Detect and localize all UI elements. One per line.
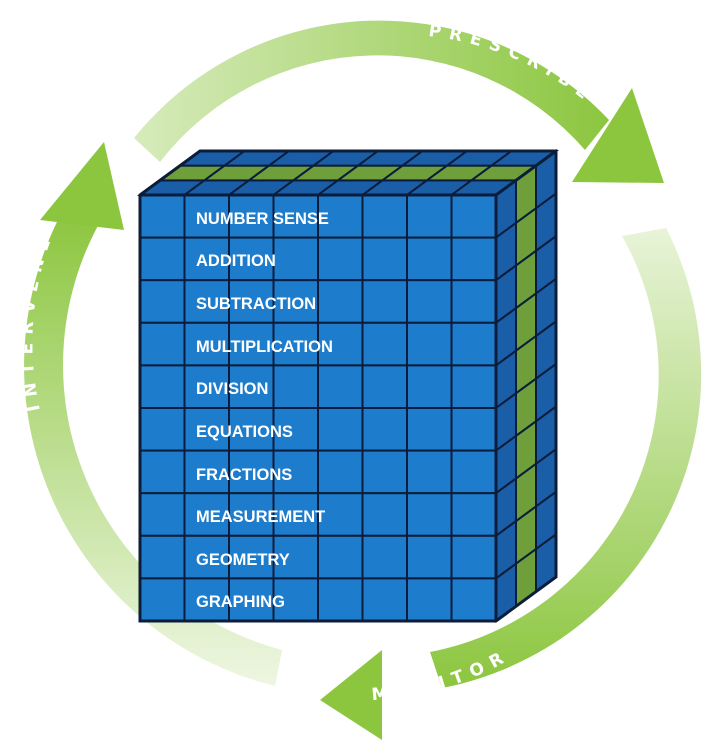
cube-front-cell — [317, 577, 364, 623]
cube-front-cell — [361, 321, 408, 367]
cube-front-cell — [406, 534, 453, 580]
cube-front-cell — [450, 534, 497, 580]
cube-front-cell — [361, 577, 408, 623]
cube-front-cell — [361, 492, 408, 537]
cube-front-cell — [317, 534, 364, 580]
cube-front-cell — [361, 236, 408, 282]
cube-front-cell — [361, 449, 408, 495]
cube-front-cell — [406, 577, 453, 623]
cube-front-cell — [139, 492, 186, 537]
cube-front-cell — [450, 577, 497, 623]
cube-front-cell — [317, 279, 364, 324]
cube-front-cell — [317, 449, 364, 495]
topic-label: GEOMETRY — [196, 551, 290, 569]
cube-front-cell — [361, 364, 408, 409]
cube-front-cell — [317, 407, 364, 452]
cube-front-cell — [450, 194, 497, 239]
cube-front-cell — [139, 321, 186, 367]
cube-front-cell — [272, 279, 319, 324]
cube-front-cell — [450, 236, 497, 282]
cube-front-cell — [406, 492, 453, 537]
cube-front-cell — [406, 364, 453, 409]
cube-outline — [138, 149, 558, 623]
cube-front-cell — [272, 236, 319, 282]
cube-front-cell — [139, 534, 186, 580]
cube-side-face — [495, 149, 557, 623]
cube-top-face — [136, 150, 560, 196]
topic-labels: NUMBER SENSE ADDITION SUBTRACTION MULTIP… — [196, 210, 333, 611]
cube-front-cell — [406, 279, 453, 324]
cube-front-cell — [450, 321, 497, 367]
cube-front-cell — [406, 321, 453, 367]
cube-front-cell — [183, 364, 230, 409]
cube-front-cell — [139, 236, 186, 282]
cube-front-cell — [361, 194, 408, 239]
cube-front-cell — [450, 407, 497, 452]
cube-front-cell — [139, 449, 186, 495]
cube-front-cell — [183, 534, 230, 580]
topic-label: GRAPHING — [196, 593, 285, 611]
cube-front-cell — [406, 236, 453, 282]
cube-front-cell — [450, 492, 497, 537]
cube-front-cell — [450, 449, 497, 495]
cube-front-cell — [361, 279, 408, 324]
monitor-arrow — [320, 228, 702, 740]
topic-label: EQUATIONS — [196, 423, 293, 441]
cube-front-cell — [139, 577, 186, 623]
topic-label: DIVISION — [196, 380, 268, 398]
cube-front-cell — [139, 279, 186, 324]
topic-label: ADDITION — [196, 252, 276, 270]
cube-front-cell — [406, 449, 453, 495]
cube-front-cell — [228, 492, 275, 537]
cube-front-cell — [272, 364, 319, 409]
cube-front-cell — [450, 279, 497, 324]
topic-label: SUBTRACTION — [196, 295, 316, 313]
topic-label: NUMBER SENSE — [196, 210, 329, 228]
cube-front-cell — [183, 407, 230, 452]
cube-front-cell — [361, 407, 408, 452]
prescribe-arrow — [134, 20, 664, 183]
cube-front-face — [139, 194, 497, 623]
cube-front-cell — [183, 236, 230, 282]
cube-front-cell — [317, 364, 364, 409]
topic-label: FRACTIONS — [196, 466, 292, 484]
cube-front-cell — [317, 236, 364, 282]
cube-front-cell — [183, 321, 230, 367]
cube-front-cell — [406, 407, 453, 452]
skills-cube — [136, 149, 560, 623]
topic-label: MEASUREMENT — [196, 508, 325, 526]
cube-front-cell — [228, 364, 275, 409]
cube-front-cell — [139, 194, 186, 239]
cube-front-cell — [139, 407, 186, 452]
cube-front-cell — [361, 534, 408, 580]
topic-label: MULTIPLICATION — [196, 338, 333, 356]
cube-front-cell — [450, 364, 497, 409]
cube-front-cell — [139, 364, 186, 409]
cube-front-cell — [406, 194, 453, 239]
